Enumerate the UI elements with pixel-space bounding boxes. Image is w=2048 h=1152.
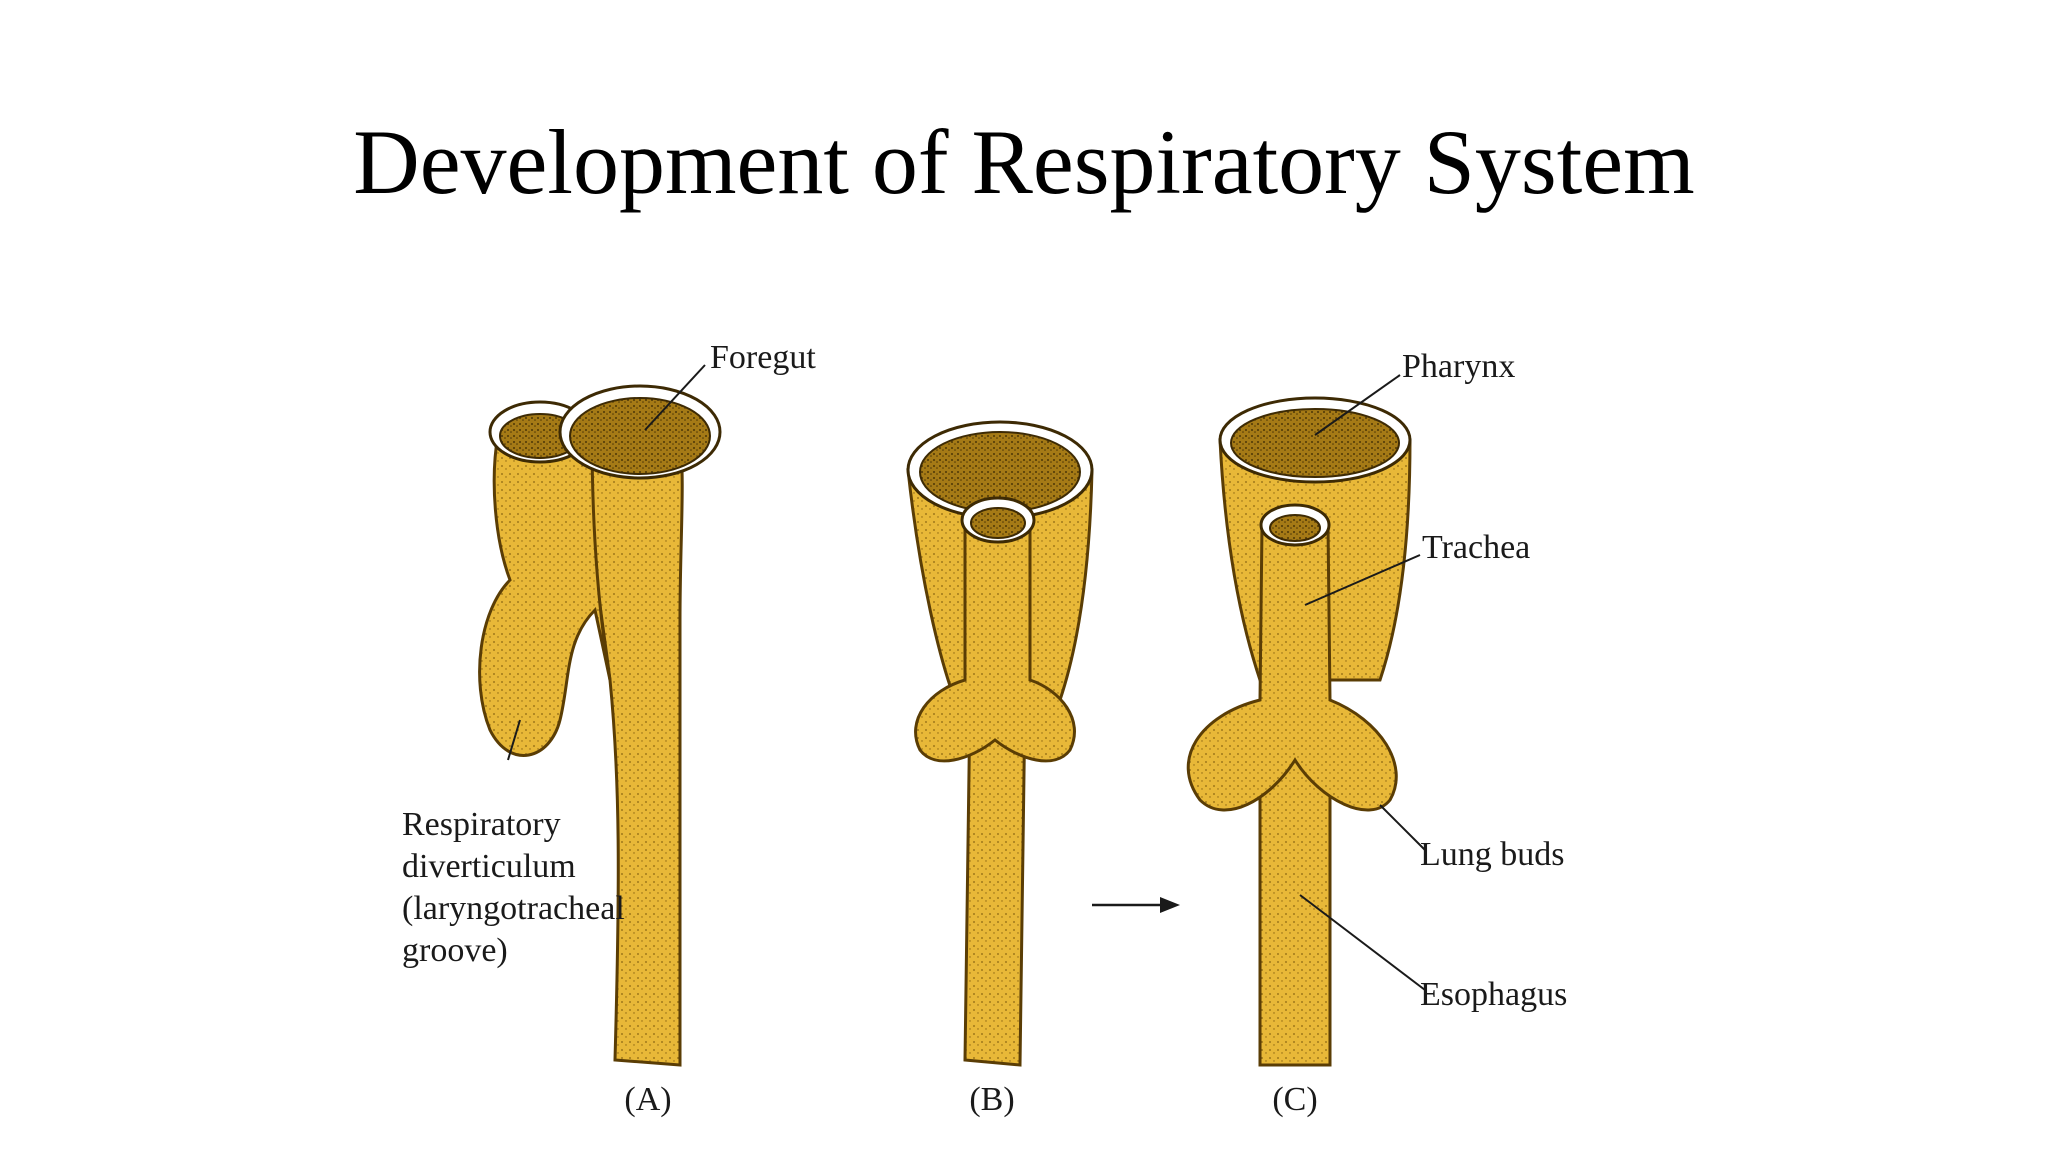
stage-c-trachea-esophagus-illustration bbox=[1186, 374, 1426, 1067]
stage-a-foregut-illustration bbox=[478, 364, 722, 1067]
label-foregut: Foregut bbox=[710, 339, 816, 376]
label-respiratory-diverticulum-line2: diverticulum bbox=[402, 848, 576, 885]
label-pharynx: Pharynx bbox=[1402, 348, 1515, 385]
label-trachea: Trachea bbox=[1422, 529, 1530, 566]
label-respiratory-diverticulum-line1: Respiratory bbox=[402, 806, 561, 843]
stage-b-separation-illustration bbox=[906, 420, 1094, 1067]
caption-c: (C) bbox=[1272, 1081, 1317, 1118]
slide-title: Development of Respiratory System bbox=[353, 111, 1695, 213]
caption-a: (A) bbox=[624, 1081, 671, 1118]
caption-b: (B) bbox=[969, 1081, 1014, 1118]
label-lung-buds: Lung buds bbox=[1420, 836, 1565, 873]
respiratory-development-figure: Foregut Respiratory diverticulum (laryng… bbox=[380, 320, 1610, 1140]
label-respiratory-diverticulum-line4: groove) bbox=[402, 932, 508, 969]
label-respiratory-diverticulum-line3: (laryngotracheal bbox=[402, 890, 625, 927]
progression-arrow bbox=[1092, 897, 1180, 913]
label-esophagus: Esophagus bbox=[1420, 976, 1567, 1013]
